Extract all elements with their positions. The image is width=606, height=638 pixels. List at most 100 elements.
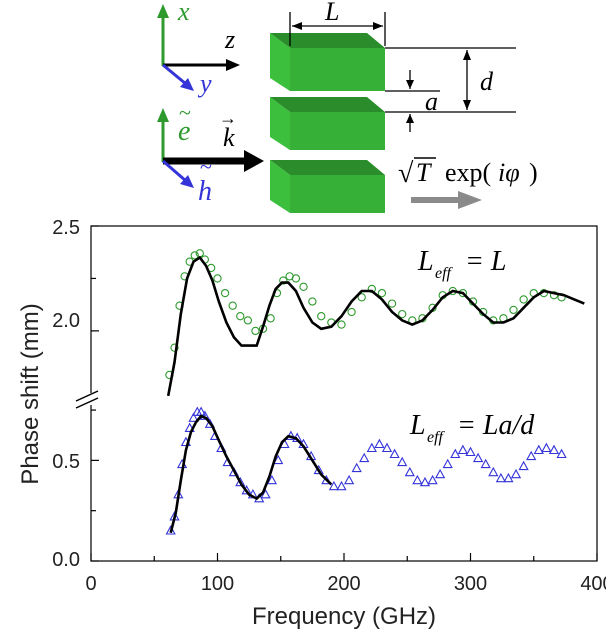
plate-bottom — [270, 160, 385, 213]
annotation-lower: L eff = La/d — [409, 410, 535, 446]
data-point-lower-50 — [488, 466, 499, 477]
d-arrowhead-top — [463, 50, 471, 60]
e-label: e — [178, 116, 190, 147]
tick-label-x-400: 400 — [580, 573, 606, 595]
data-point-lower-55 — [526, 450, 537, 461]
tick-label-x-0: 0 — [85, 573, 96, 595]
y-ticks — [91, 225, 99, 562]
data-point-lower-51 — [495, 472, 507, 483]
data-point-upper-5 — [190, 251, 199, 260]
fit-line-upper — [166, 255, 585, 397]
data-point-upper-43 — [519, 295, 528, 304]
phase-phi: iφ — [498, 158, 520, 187]
data-point-upper-20 — [291, 274, 301, 283]
data-point-upper-21 — [299, 282, 308, 291]
chart: 2.5 2.0 0.5 0.0 0 100 200 300 400 Freque… — [17, 217, 606, 630]
data-point-upper-1 — [170, 343, 179, 352]
plate-middle — [270, 97, 385, 150]
data-point-lower-57 — [541, 442, 552, 453]
plate-top-front — [290, 48, 385, 91]
data-point-lower-41 — [419, 476, 431, 487]
axis-break-slash-2 — [75, 397, 99, 409]
x-ticks — [90, 553, 598, 561]
data-point-lower-20 — [266, 474, 278, 485]
a-dim-label: a — [425, 87, 438, 116]
data-point-lower-56 — [533, 444, 544, 455]
data-point-upper-18 — [279, 276, 288, 285]
data-point-upper-29 — [377, 288, 387, 298]
data-point-upper-12 — [236, 312, 245, 321]
tick-label-x-300: 300 — [454, 573, 487, 595]
L-arrowhead-right — [373, 22, 383, 30]
data-point-lower-15 — [235, 476, 246, 487]
data-point-upper-23 — [317, 312, 326, 321]
annotation-upper-L: L — [417, 246, 434, 277]
x-label: x — [177, 0, 190, 26]
z-arrowhead — [226, 59, 240, 71]
data-point-upper-13 — [243, 316, 253, 325]
k-arrowhead — [244, 150, 264, 172]
data-point-lower-46 — [457, 444, 469, 455]
h-arrowhead — [180, 175, 194, 188]
data-point-lower-43 — [434, 468, 446, 479]
annotation-lower-sub: eff — [427, 429, 446, 446]
data-point-lower-33 — [359, 452, 370, 463]
output-arrowhead — [458, 191, 482, 209]
data-point-lower-39 — [404, 466, 415, 477]
data-point-upper-42 — [509, 305, 518, 315]
tick-label-y-0.0: 0.0 — [52, 549, 80, 571]
schematic: x z y e ~ k → h ~ — [157, 0, 538, 213]
data-point-lower-19 — [260, 488, 271, 499]
tick-label-y-2.0: 2.0 — [52, 310, 80, 332]
plate-bottom-face — [270, 160, 385, 175]
plate-middle-left — [270, 97, 290, 150]
data-point-lower-45 — [450, 448, 461, 459]
e-tilde: ~ — [179, 100, 191, 125]
series-layer — [165, 249, 585, 535]
sqrt-symbol: √ — [398, 158, 414, 189]
plate-top-left — [270, 33, 290, 91]
transmission-label: √ T exp( iφ ) — [398, 157, 538, 189]
plate-middle-front — [290, 112, 385, 150]
data-point-lower-10 — [204, 418, 216, 428]
data-point-lower-53 — [510, 468, 522, 479]
y-axis-title: Phase shift (mm) — [17, 303, 44, 484]
axis-break-slash-1 — [75, 390, 99, 402]
annotation-upper-sub: eff — [435, 265, 454, 282]
h-tilde: ~ — [200, 154, 212, 179]
annotation-lower-L: L — [409, 410, 426, 441]
data-point-lower-59 — [556, 448, 567, 459]
k-label: k — [223, 123, 235, 152]
annotation-upper-rhs: = L — [458, 246, 506, 277]
x-arrowhead — [157, 4, 169, 18]
tick-label-y-0.5: 0.5 — [52, 451, 80, 473]
y-axis-arrow — [162, 63, 187, 86]
annotation-lower-rhs: = La/d — [450, 410, 535, 441]
d-arrowhead-bottom — [463, 100, 471, 110]
T-symbol: T — [416, 158, 432, 187]
data-point-lower-35 — [374, 438, 385, 449]
tick-label-y-2.5: 2.5 — [52, 217, 80, 239]
plate-stack — [270, 33, 385, 213]
x-axis-title: Frequency (GHz) — [252, 603, 436, 630]
plate-middle-face — [270, 97, 385, 112]
series-3-lower-line — [169, 414, 333, 534]
h-field-arrow — [162, 159, 187, 183]
data-point-lower-34 — [366, 442, 377, 453]
annotation-upper: L eff = L — [417, 246, 506, 282]
fit-line-lower — [169, 414, 333, 534]
a-arrowhead-top — [406, 80, 414, 89]
data-point-lower-31 — [343, 474, 355, 485]
data-point-lower-48 — [472, 452, 484, 463]
data-point-upper-11 — [228, 301, 237, 310]
data-point-lower-58 — [548, 444, 560, 455]
data-point-upper-31 — [398, 309, 407, 319]
plate-top-face — [270, 33, 385, 48]
data-point-upper-14 — [251, 326, 260, 336]
y-label: y — [197, 69, 212, 98]
data-point-lower-38 — [397, 456, 408, 467]
data-point-upper-27 — [357, 293, 366, 302]
plate-bottom-left — [270, 160, 290, 213]
plot-frame — [90, 225, 598, 562]
plate-top — [270, 33, 385, 91]
